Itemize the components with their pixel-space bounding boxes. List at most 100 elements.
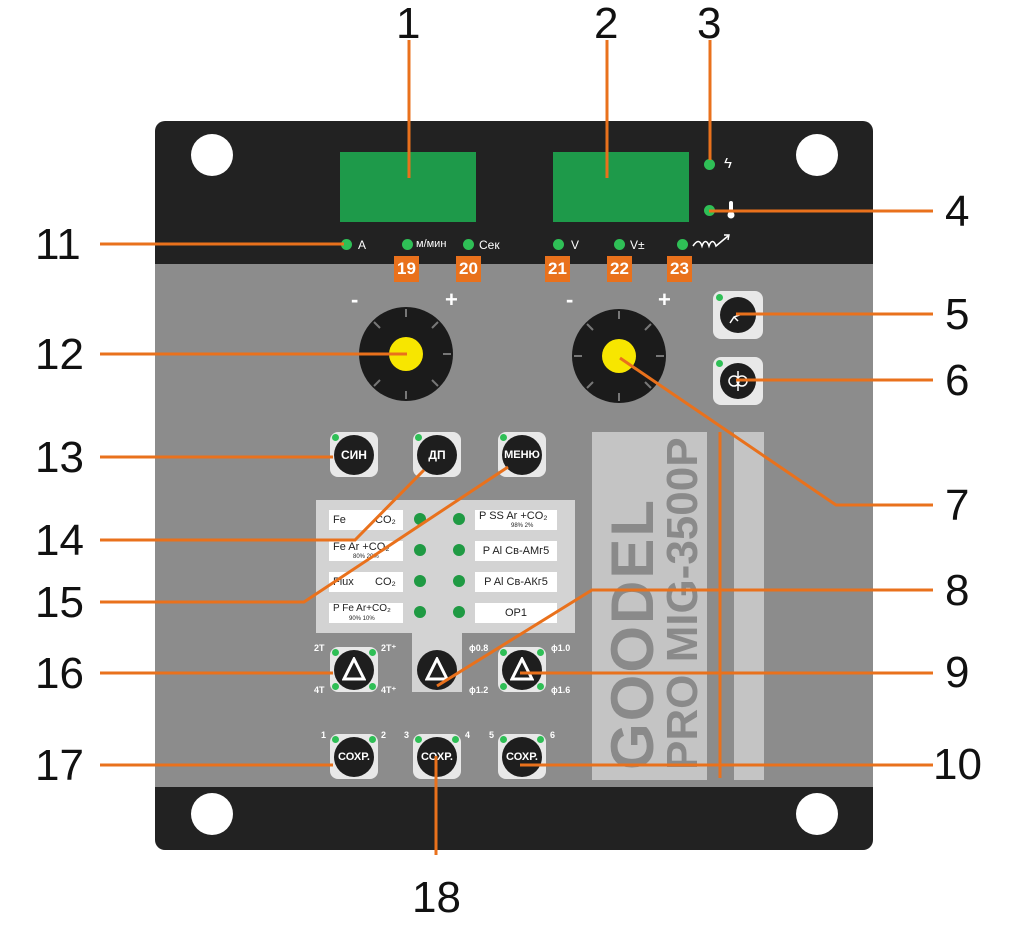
unit-amps: A [358,238,367,252]
save-slot-4: 4 [465,730,471,740]
param-badge-19: 19 [394,256,419,282]
callout-3: 3 [697,0,722,48]
wire-diameter-button[interactable] [498,647,546,692]
syn-button-label: СИН [334,435,374,475]
left-knob-minus: - [351,287,359,312]
save-led-6 [537,736,544,743]
save-button-5-6[interactable]: СОХР. [498,734,546,779]
callout-12: 12 [35,330,84,379]
torch-led [716,294,723,301]
save-slot-1: 1 [321,730,327,740]
brand-plate-strip [734,432,764,780]
mounting-hole [796,134,838,176]
callout-8: 8 [945,566,970,615]
right-knob-minus: - [566,287,574,312]
param-badge-20: 20 [456,256,481,282]
save-slot-3: 3 [404,730,410,740]
unit-volts: V [571,238,580,252]
mode-label-4t-plus: 4T⁺ [381,685,397,695]
dp-button[interactable]: ДП [413,432,461,477]
program-select-button[interactable] [413,647,461,692]
lightning-icon: ϟ [724,155,732,172]
trigger-mode-button[interactable] [330,647,378,692]
dp-button-label: ДП [417,435,457,475]
right-knob-plus: + [658,287,671,312]
program-right-4: OP1 [475,603,557,623]
program-left-3: Flux CO₂ [329,572,403,592]
dp-led [415,434,422,441]
wire-led-10 [537,649,544,656]
mode-led-4t-plus [369,683,376,690]
led-wire-speed [402,239,413,250]
up-arrow-icon [342,657,366,681]
param-badge-23: 23 [667,256,692,282]
mode-label-4t: 4T [314,685,325,695]
callout-16: 16 [35,649,84,698]
program-led [453,513,465,525]
menu-led [500,434,507,441]
led-volt-correction [614,239,625,250]
save-slot-6: 6 [550,730,556,740]
unit-volt-correction: V± [630,238,645,252]
callout-9: 9 [945,648,970,697]
callout-17: 17 [35,741,84,790]
wire-label-16: ϕ1.6 [551,685,571,695]
save-button-1-2[interactable]: СОХР. [330,734,378,779]
unit-wire-speed: м/мин [416,238,447,250]
right-knob[interactable] [571,308,667,404]
save-slot-2: 2 [381,730,387,740]
callout-7: 7 [945,481,970,530]
wire-led-12 [500,683,507,690]
syn-button[interactable]: СИН [330,432,378,477]
save-slot-5: 5 [489,730,495,740]
up-arrow-icon [425,657,449,681]
program-right-1: P SS Ar +CO₂ 98% 2% [475,510,557,530]
up-arrow-icon [510,657,534,681]
save-button-label: СОХР. [502,737,542,777]
wire-label-10: ϕ1.0 [551,643,571,653]
mounting-hole [191,793,233,835]
wire-inch-led [716,360,723,367]
wire-led-08 [500,649,507,656]
program-right-2: P Al Св-АМг5 [475,541,557,561]
mounting-hole [191,134,233,176]
save-button-label: СОХР. [334,737,374,777]
program-led [414,575,426,587]
callout-6: 6 [945,356,970,405]
mode-led-2t-plus [369,649,376,656]
program-led [414,606,426,618]
led-amps [341,239,352,250]
program-led [414,544,426,556]
mode-label-2t: 2T [314,643,325,653]
mode-label-2t-plus: 2T⁺ [381,643,397,653]
callout-1: 1 [396,0,421,48]
program-right-3: P Al Св-АКг5 [475,572,557,592]
program-left-1: Fe CO₂ [329,510,403,530]
brand-plate [592,432,707,780]
save-led-1 [332,736,339,743]
mode-led-4t [332,683,339,690]
program-led [453,606,465,618]
power-led [704,159,715,170]
program-led [453,544,465,556]
wire-label-08: ϕ0.8 [469,643,489,653]
syn-led [332,434,339,441]
led-seconds [463,239,474,250]
callout-15: 15 [35,578,84,627]
callout-5: 5 [945,290,970,339]
callout-18: 18 [412,873,461,922]
program-left-4: P Fe Ar+CO₂ 90% 10% [329,603,403,623]
program-led [453,575,465,587]
callout-10: 10 [933,740,982,789]
callout-14: 14 [35,516,84,565]
led-inductance [677,239,688,250]
callout-13: 13 [35,433,84,482]
unit-seconds: Сек [479,238,500,252]
wire-led-16 [537,683,544,690]
callout-2: 2 [594,0,619,48]
param-badge-21: 21 [545,256,570,282]
callout-4: 4 [945,187,970,236]
save-led-2 [369,736,376,743]
inductance-wave-icon [692,234,730,249]
